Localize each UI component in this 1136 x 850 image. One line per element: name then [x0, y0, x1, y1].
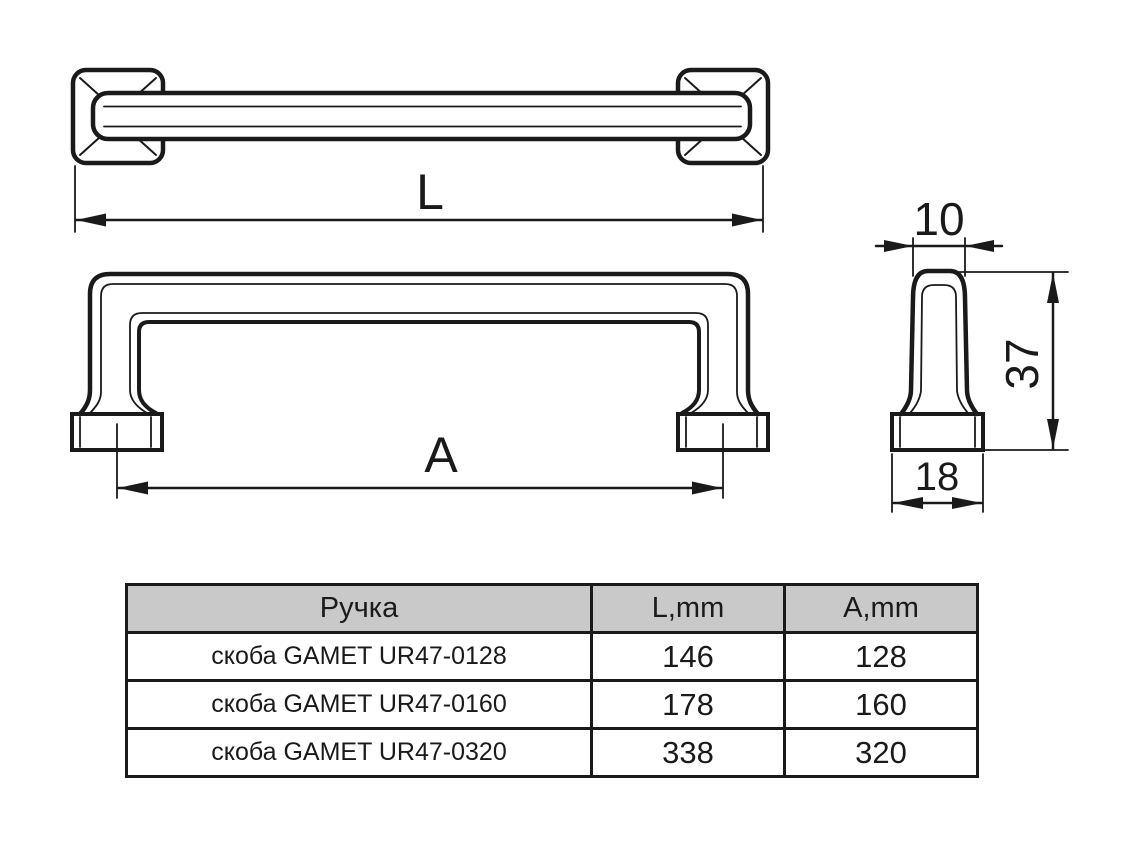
side-view: [874, 237, 1069, 513]
dimension-10: [874, 237, 1004, 277]
arrow-right-icon: [884, 240, 913, 252]
product-name: скоба GAMET UR47-0160: [125, 679, 593, 730]
length-value: 146: [590, 631, 786, 682]
dimension-L: [74, 165, 764, 233]
product-name: скоба GAMET UR47-0128: [125, 631, 593, 682]
side-view-base-edges: [899, 416, 976, 448]
product-name: скоба GAMET UR47-0320: [125, 727, 593, 778]
dimension-37: [955, 271, 1069, 451]
dimension-A: [116, 423, 724, 499]
spacing-value: 128: [783, 631, 979, 682]
arrow-left-icon: [965, 240, 994, 252]
top-view: [70, 67, 771, 233]
top-view-grip-edges: [103, 105, 742, 128]
spacing-value: 320: [783, 727, 979, 778]
arrow-down-icon: [1047, 419, 1059, 449]
header-length-mm: L,mm: [590, 583, 786, 634]
front-view-inner-contour: [137, 320, 701, 415]
arrow-left-icon: [76, 213, 106, 227]
dimension-label-spacing: A: [424, 427, 458, 483]
arrow-up-icon: [1047, 273, 1059, 303]
side-view-inner-edge: [909, 284, 969, 414]
front-view: [70, 271, 770, 499]
dimension-label-length: L: [416, 164, 444, 220]
arrow-left-icon: [893, 497, 923, 509]
length-value: 178: [590, 679, 786, 730]
arrow-right-icon: [732, 213, 762, 227]
table-row: скоба GAMET UR47-0160 178 160: [125, 679, 979, 730]
side-view-outer-contour: [898, 268, 980, 417]
arrow-right-icon: [692, 481, 722, 495]
spacing-value: 160: [783, 679, 979, 730]
arrow-left-icon: [118, 481, 148, 495]
dimension-label-post-width: 10: [913, 193, 965, 245]
arrow-right-icon: [952, 497, 982, 509]
front-view-inner-edge: [129, 312, 709, 414]
spec-table: Ручка L,mm A,mm скоба GAMET UR47-0128 14…: [125, 583, 979, 778]
side-view-base: [890, 412, 985, 452]
table-row: скоба GAMET UR47-0320 338 320: [125, 727, 979, 778]
length-value: 338: [590, 727, 786, 778]
header-spacing-mm: A,mm: [783, 583, 979, 634]
front-view-outer-contour: [77, 271, 761, 417]
front-view-outer-edge: [88, 283, 750, 415]
header-product: Ручка: [125, 583, 593, 634]
top-view-grip-bar: [90, 90, 753, 142]
dimension-label-base-width: 18: [914, 455, 960, 499]
front-view-base-edges: [79, 416, 758, 448]
dimension-label-height: 37: [996, 338, 1048, 390]
table-row: скоба GAMET UR47-0128 146 128: [125, 631, 979, 682]
table-header-row: Ручка L,mm A,mm: [125, 583, 979, 634]
dimension-18: [891, 453, 984, 513]
